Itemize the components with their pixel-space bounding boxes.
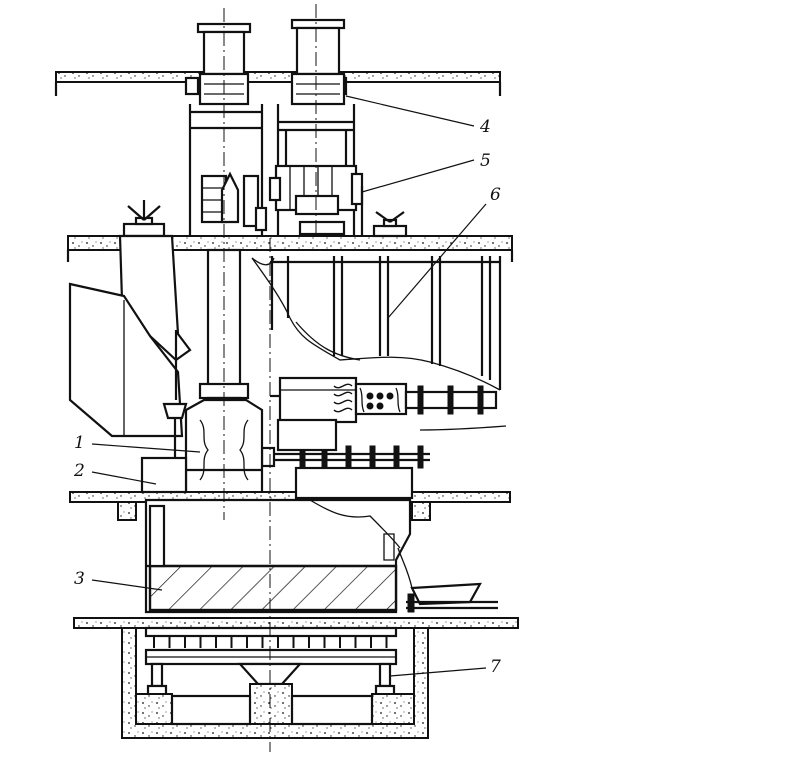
main-deck-slab	[66, 235, 514, 262]
drive-shaft-assembly	[270, 376, 498, 424]
lower-shaft-row	[260, 418, 430, 469]
vibrator-row	[144, 626, 398, 686]
feed-chute	[68, 234, 192, 470]
callout-label-5: 5	[480, 151, 491, 171]
callout-label-1: 1	[74, 433, 85, 453]
lower-floor-slab	[73, 617, 519, 629]
callout-label-6: 6	[490, 185, 501, 205]
vent-cap-left	[122, 200, 166, 238]
discharge-tray	[397, 547, 498, 613]
callout-label-4: 4	[479, 117, 491, 137]
callout-label-2: 2	[73, 461, 85, 481]
top-deck-slab	[54, 71, 502, 96]
callout-label-7: 7	[490, 657, 501, 677]
center-axes	[223, 4, 317, 752]
frame-cutaway	[251, 256, 507, 431]
leader-lines	[91, 95, 487, 677]
cover-plate	[140, 456, 414, 500]
drive-frame-left	[188, 104, 268, 236]
support-columns	[146, 662, 396, 698]
callout-label-3: 3	[74, 569, 85, 589]
upper-motor-right	[290, 18, 346, 106]
foundation-pit	[121, 627, 429, 739]
vent-cap-right	[372, 211, 408, 238]
mold-box	[144, 498, 412, 614]
drive-frame-right	[268, 104, 364, 236]
